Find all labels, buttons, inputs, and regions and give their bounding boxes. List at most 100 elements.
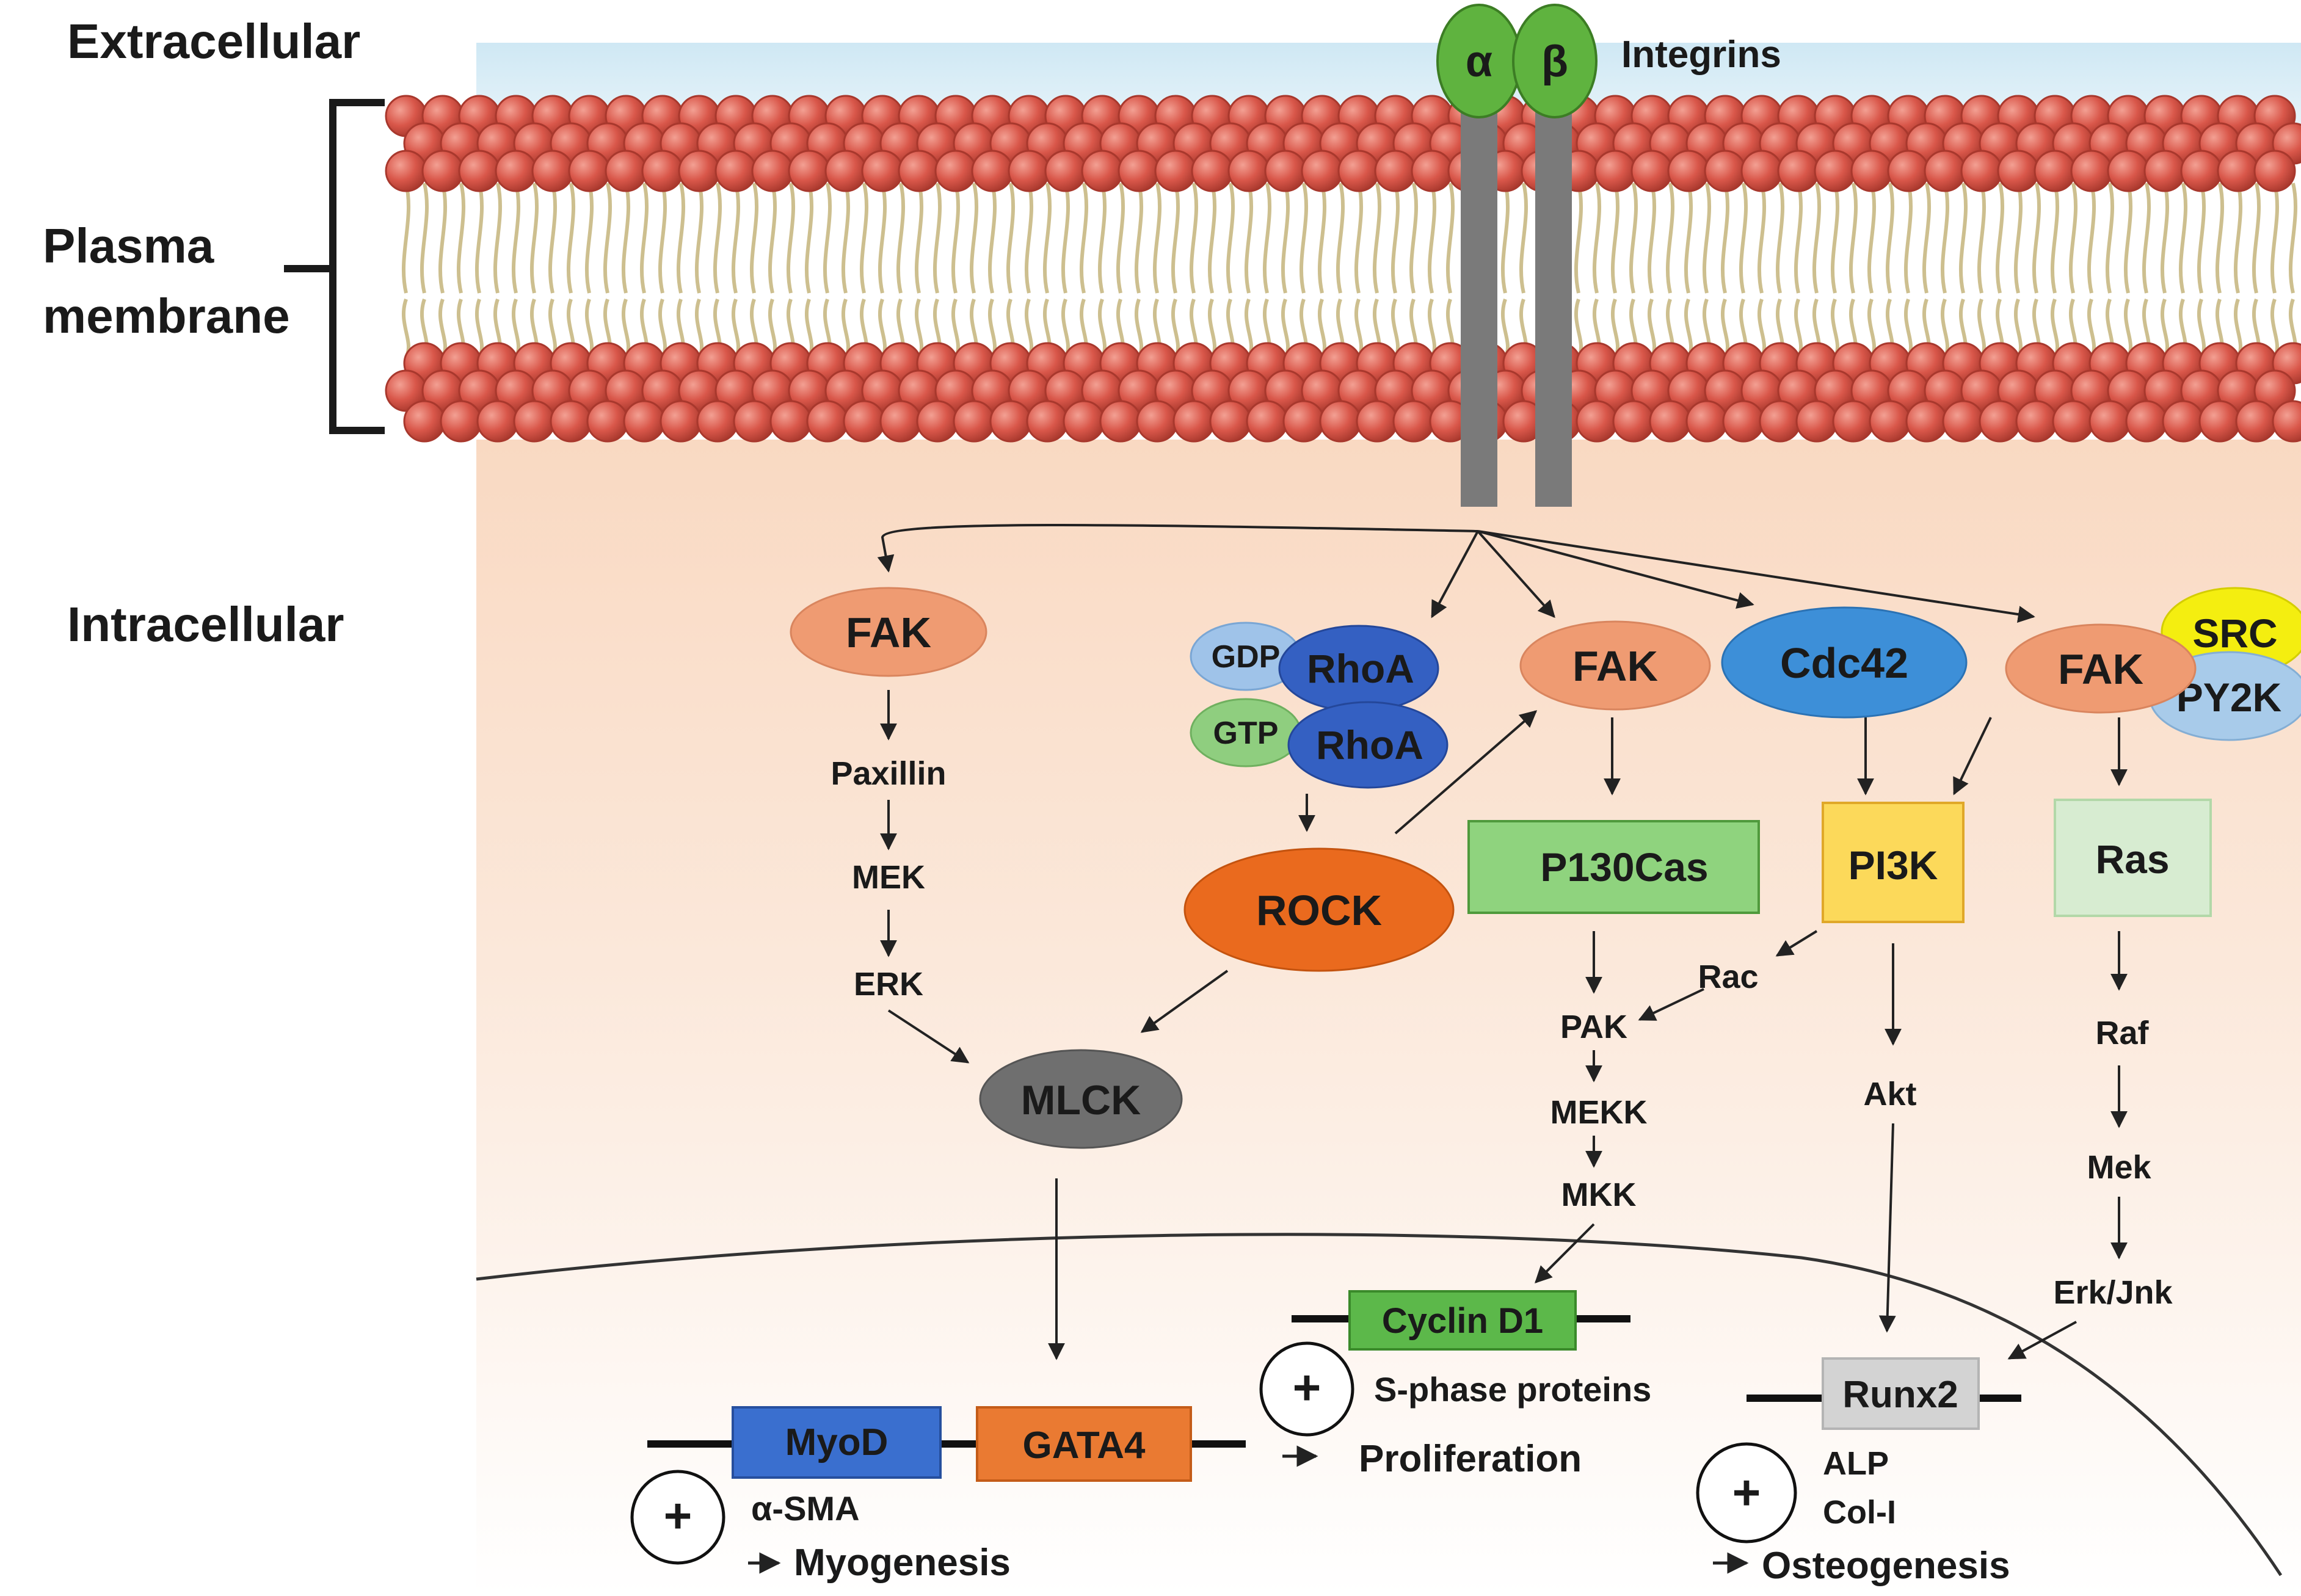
lipid-tail	[529, 183, 539, 294]
lipid-head	[879, 400, 922, 443]
lipid-tail	[1684, 299, 1693, 358]
mekk-label: MEKK	[1550, 1094, 1648, 1131]
lipid-head	[1209, 400, 1252, 443]
lipid-head	[440, 400, 482, 443]
lipid-tail	[1848, 183, 1858, 294]
coli-label: Col-I	[1823, 1494, 1896, 1531]
arrow-integrin-to-cdc42	[1477, 530, 1754, 609]
lipid-tail	[731, 183, 741, 294]
lipid-head	[2253, 150, 2296, 192]
lipid-head	[2143, 150, 2186, 192]
lipid-head	[971, 150, 1014, 192]
lipid-tail	[932, 183, 942, 294]
arrow-pi3k-to-rac	[1775, 930, 1818, 957]
lipid-tail	[1830, 183, 1840, 294]
lipid-tail	[2234, 299, 2242, 358]
lipid-tail	[1519, 183, 1529, 294]
lipid-head	[1685, 400, 1728, 443]
lipid-head	[1392, 400, 1435, 443]
lipid-tail	[1647, 183, 1657, 294]
lipid-tail	[768, 299, 777, 358]
lipid-head	[806, 400, 849, 443]
extracellular-label: Extracellular	[67, 14, 360, 68]
lipid-head	[1960, 150, 2003, 192]
lipid-tail	[1775, 183, 1785, 294]
ras-box	[2054, 799, 2212, 917]
cyclin-d1-label: Cyclin D1	[1382, 1301, 1543, 1341]
lipid-head	[1282, 400, 1325, 443]
lipid-tail	[2142, 183, 2151, 294]
lipid-tail	[1390, 183, 1400, 294]
lipid-tail	[695, 299, 703, 358]
lipid-tail	[914, 183, 924, 294]
lipid-head	[495, 150, 537, 192]
lipid-head	[550, 400, 592, 443]
lipid-tail	[2087, 183, 2096, 294]
lipid-tail	[438, 183, 448, 294]
integrins-label: Integrins	[1621, 34, 1781, 76]
lipid-tail	[438, 299, 447, 358]
erk-left-label: ERK	[854, 966, 923, 1003]
arrow-akt-to-runx2	[1878, 1123, 1896, 1333]
lipid-head	[934, 150, 977, 192]
lipid-head	[623, 400, 666, 443]
lipid-head	[861, 150, 904, 192]
lipid-head	[1356, 400, 1398, 443]
arrow-integrin-to-fak-left	[877, 524, 1478, 573]
lipid-head	[421, 150, 464, 192]
osteogenesis-plus: +	[1732, 1465, 1761, 1520]
gtp-label: GTP	[1213, 716, 1279, 751]
lipid-tail	[768, 183, 777, 294]
arrow-integrin-to-rhoa	[1431, 531, 1479, 618]
lipid-head	[2180, 150, 2223, 192]
lipid-tail	[585, 299, 594, 358]
myod-box	[732, 1406, 942, 1479]
lipid-tail	[639, 183, 649, 294]
lipid-head	[385, 150, 427, 192]
lipid-tail	[1904, 299, 1913, 358]
mlck-label: MLCK	[1021, 1077, 1141, 1123]
lipid-tail	[1024, 183, 1034, 294]
lipid-tail	[1042, 183, 1052, 294]
lipid-head	[1594, 150, 1637, 192]
lipid-head	[1612, 400, 1655, 443]
lipid-head	[1704, 150, 1747, 192]
lipid-tail	[842, 299, 850, 358]
lipid-tail	[749, 183, 759, 294]
lipid-head	[1063, 400, 1105, 443]
lipid-tail	[1427, 183, 1437, 294]
lipid-tail	[786, 183, 796, 294]
integrin-receptor: α β Integrins	[1436, 4, 1781, 507]
lipid-tail	[915, 299, 923, 358]
lipid-head	[1081, 150, 1124, 192]
raf-label: Raf	[2095, 1015, 2149, 1051]
lipid-head	[1777, 150, 1820, 192]
lipid-head	[989, 400, 1032, 443]
lipid-tail	[1445, 183, 1455, 294]
sphase-label: S-phase proteins	[1374, 1370, 1651, 1409]
mkk-label: MKK	[1561, 1177, 1637, 1213]
lipid-tail	[676, 183, 686, 294]
lipid-tail	[1610, 183, 1620, 294]
lipid-tail	[1794, 299, 1803, 358]
fak-right-label: FAK	[2058, 645, 2143, 693]
lipid-head	[1997, 150, 2040, 192]
lipid-tail	[2051, 299, 2059, 358]
lipid-head	[1722, 400, 1765, 443]
lipid-head	[476, 400, 519, 443]
proliferation-label: Proliferation	[1359, 1438, 1582, 1480]
lipid-head	[824, 150, 867, 192]
fak-mid-node	[1519, 620, 1711, 711]
plasma-membrane-label-line1: Plasma	[43, 219, 214, 273]
lipid-head	[1850, 150, 1893, 192]
lipid-head	[403, 400, 446, 443]
lipid-tail	[1903, 183, 1913, 294]
lipid-tail	[2288, 183, 2298, 294]
lipid-head	[1814, 150, 1856, 192]
signaling-arrows	[877, 524, 2128, 1360]
lipid-head	[2015, 400, 2058, 443]
plasma-membrane-label-line2: membrane	[43, 289, 290, 343]
lipid-tail	[1372, 183, 1382, 294]
lipid-head	[1740, 150, 1783, 192]
lipid-tail	[1134, 183, 1144, 294]
